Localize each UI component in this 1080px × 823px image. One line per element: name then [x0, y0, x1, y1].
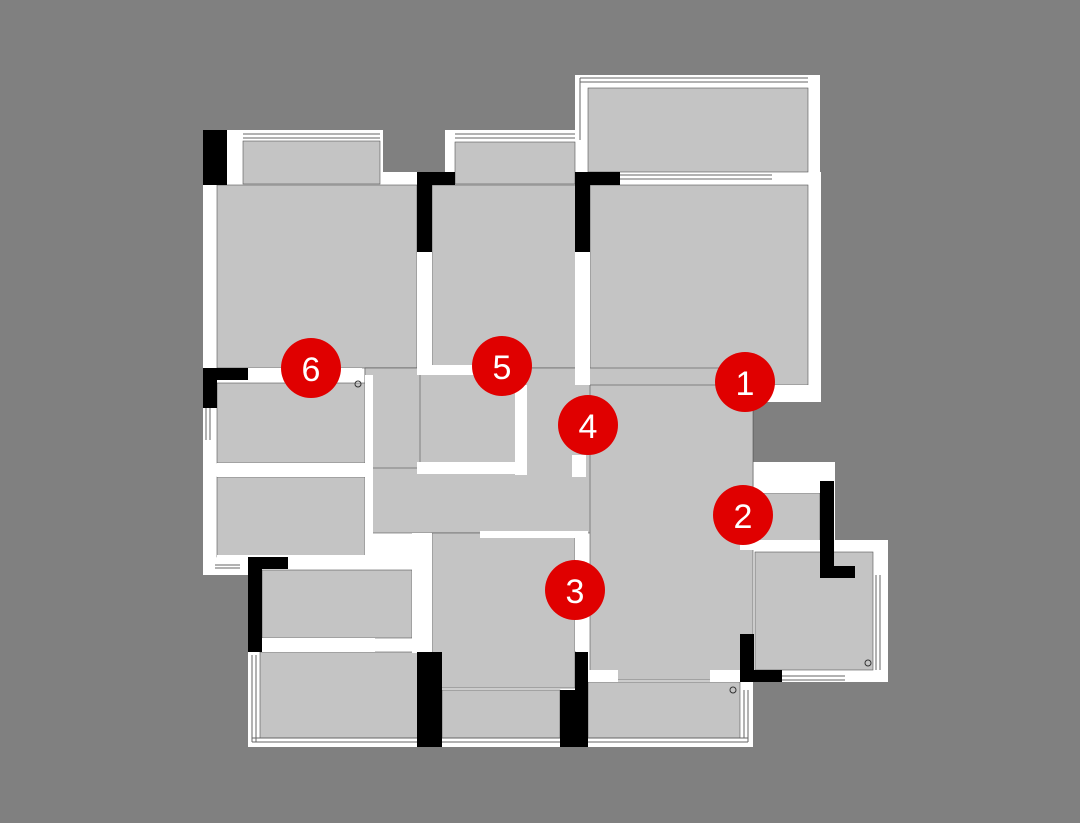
kitchen-floor-right	[754, 551, 874, 671]
bedroom-floor-left-lower	[216, 476, 366, 558]
balcony-floor-top-right	[587, 87, 809, 173]
marker-4-label: 4	[579, 408, 598, 446]
balcony-floor-bottom-right	[587, 681, 741, 739]
hall-floor-left	[364, 367, 421, 469]
marker-2: 2	[713, 485, 773, 545]
marker-5: 5	[472, 336, 532, 396]
marker-1-label: 1	[736, 365, 755, 403]
balcony-floor-bottom-middle	[441, 689, 561, 739]
marker-5-label: 5	[493, 349, 512, 387]
marker-6: 6	[281, 338, 341, 398]
marker-1: 1	[715, 352, 775, 412]
marker-6-label: 6	[302, 351, 321, 389]
floor-drain-icon	[354, 380, 362, 388]
room-floor-bottom-left	[261, 569, 413, 639]
floor-drain-icon	[864, 659, 872, 667]
bedroom-floor-top-left	[216, 184, 418, 369]
balcony-floor-top-left	[242, 140, 381, 185]
marker-3: 3	[545, 560, 605, 620]
balcony-floor-bottom-left	[259, 651, 419, 739]
marker-4: 4	[558, 395, 618, 455]
marker-3-label: 3	[566, 573, 585, 611]
marker-2-label: 2	[734, 498, 753, 536]
bedroom-floor-left-upper	[216, 382, 366, 464]
fixtures	[354, 380, 872, 694]
floor-drain-icon	[729, 686, 737, 694]
structural-columns	[203, 130, 855, 747]
room-floor-bottom-middle	[431, 532, 576, 689]
living-room-floor	[589, 184, 809, 386]
balcony-floor-top-middle	[454, 141, 576, 185]
